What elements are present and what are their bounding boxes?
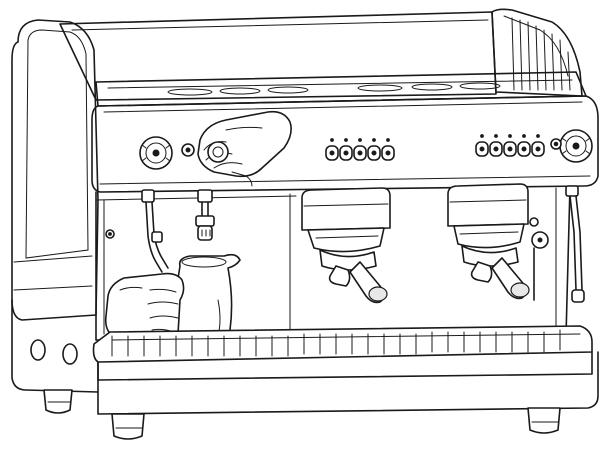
steam-wand bbox=[141, 189, 169, 273]
machine-feet bbox=[43, 389, 561, 440]
left-group-head bbox=[301, 187, 391, 253]
control-panel bbox=[91, 95, 599, 193]
right-steam-knob bbox=[559, 129, 593, 163]
drip-tray bbox=[92, 325, 593, 381]
right-group-head bbox=[447, 183, 529, 249]
machine-base bbox=[11, 299, 599, 415]
right-knob-indicator bbox=[550, 138, 562, 150]
right-portafilter bbox=[461, 245, 530, 300]
left-side-panel bbox=[11, 19, 99, 321]
left-button-panel bbox=[325, 138, 395, 161]
milk-pitcher bbox=[175, 253, 241, 345]
right-hot-water-wand bbox=[565, 185, 585, 303]
hot-water-spout bbox=[195, 189, 215, 241]
left-knob-indicator bbox=[181, 143, 195, 157]
left-portafilter bbox=[319, 249, 388, 304]
right-side-lever bbox=[529, 217, 549, 301]
hand-turning-knob bbox=[197, 110, 292, 187]
left-steam-knob bbox=[139, 136, 173, 170]
right-side-panel bbox=[491, 8, 583, 97]
hand-holding-pitcher bbox=[104, 272, 185, 344]
right-button-panel bbox=[475, 134, 545, 157]
